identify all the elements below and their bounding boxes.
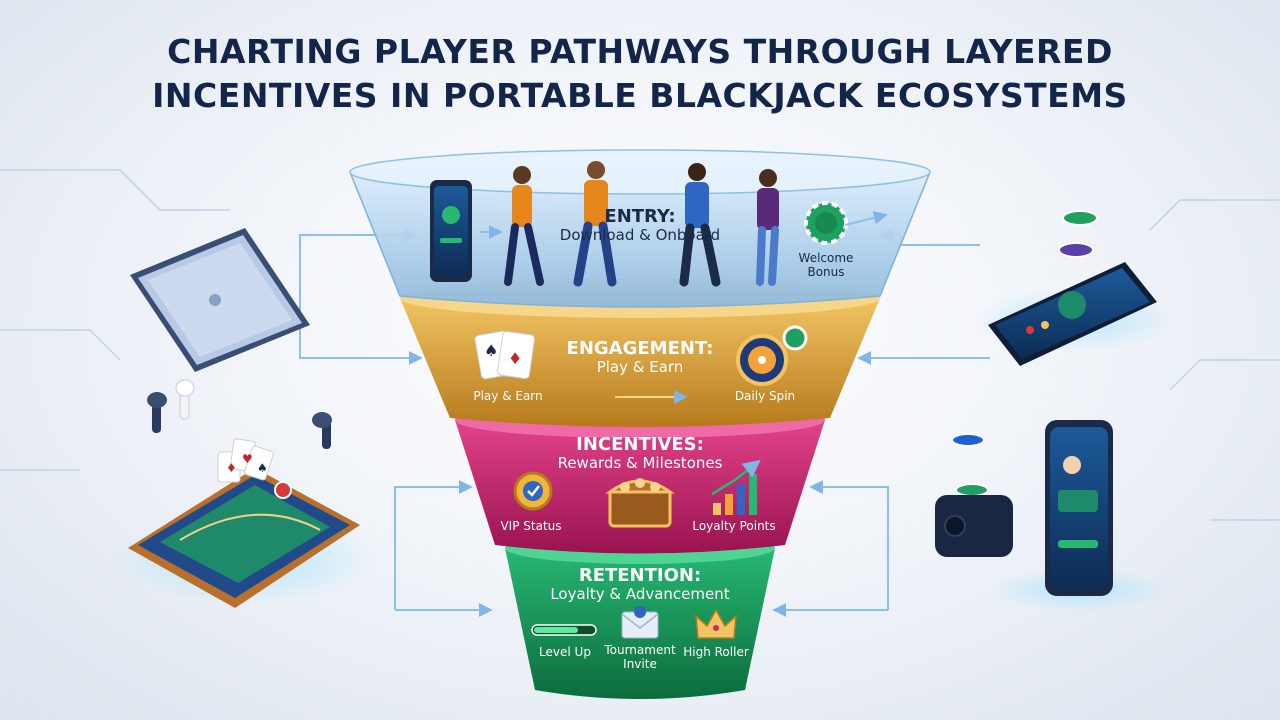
player-figures xyxy=(504,161,779,287)
smartphone-portrait xyxy=(990,420,1170,612)
svg-text:♦: ♦ xyxy=(226,461,237,475)
game-table-icon xyxy=(1058,291,1086,319)
svg-text:♥: ♥ xyxy=(242,452,253,466)
person-icon xyxy=(504,166,544,286)
welcome-bonus-label-1: Welcome xyxy=(799,251,854,265)
svg-text:♦: ♦ xyxy=(508,349,522,368)
vip-status-label: VIP Status xyxy=(500,519,561,533)
tablet-device xyxy=(130,228,310,372)
onboarding-phone xyxy=(430,180,472,282)
loyalty-chart-icon xyxy=(711,459,761,515)
tournament-label-1: Tournament xyxy=(603,643,676,657)
funnel-tier-entry xyxy=(348,149,932,308)
engagement-subtitle: Play & Earn xyxy=(597,358,684,376)
chip-red-icon xyxy=(274,481,292,499)
circuit-lines xyxy=(0,169,1280,521)
person-icon xyxy=(573,161,617,287)
welcome-bonus-chip-icon xyxy=(804,201,848,245)
page-title: CHARTING PLAYER PATHWAYS THROUGH LAYERED… xyxy=(0,30,1280,118)
play-cards-icon: ♠ ♦ xyxy=(474,330,535,380)
loyalty-points-label: Loyalty Points xyxy=(692,519,775,533)
tournament-invite-envelope-icon xyxy=(621,606,659,639)
welcome-bonus-label-2: Bonus xyxy=(807,265,844,279)
person-icon xyxy=(756,169,779,286)
chip-stack-speaker xyxy=(951,433,989,497)
entry-subtitle: Download & Onboard xyxy=(560,226,720,244)
level-up-progress-icon xyxy=(531,624,597,636)
vip-badge-icon xyxy=(513,471,553,511)
high-roller-label: High Roller xyxy=(683,645,749,659)
title-line-2: INCENTIVES IN PORTABLE BLACKJACK ECOSYST… xyxy=(152,76,1128,115)
earbuds xyxy=(147,379,332,449)
treasure-chest-icon xyxy=(605,478,675,528)
title-line-1: CHARTING PLAYER PATHWAYS THROUGH LAYERED xyxy=(167,32,1113,71)
incentives-subtitle: Rewards & Milestones xyxy=(558,454,723,472)
chip-stack-top-right xyxy=(1058,210,1098,258)
tournament-label-2: Invite xyxy=(623,657,657,671)
level-up-label: Level Up xyxy=(539,645,591,659)
apple-logo-icon xyxy=(209,294,221,306)
retention-heading: RETENTION: xyxy=(579,565,701,586)
person-icon xyxy=(679,163,721,287)
entry-heading: ENTRY: xyxy=(604,206,675,227)
daily-spin-wheel-icon xyxy=(736,325,808,386)
high-roller-crown-icon xyxy=(695,608,737,639)
playing-cards-icon: ♦ ♥ ♠ xyxy=(217,438,274,483)
daily-spin-label: Daily Spin xyxy=(735,389,795,403)
svg-text:♠: ♠ xyxy=(257,461,268,475)
incentives-heading: INCENTIVES: xyxy=(576,434,704,455)
retention-subtitle: Loyalty & Advancement xyxy=(550,585,729,603)
play-earn-label: Play & Earn xyxy=(473,389,542,403)
svg-text:♠: ♠ xyxy=(484,341,498,360)
smartphone-landscape xyxy=(975,262,1175,366)
smart-speaker xyxy=(935,495,1013,557)
blackjack-table-device: ♦ ♥ ♠ xyxy=(110,438,380,608)
engagement-heading: ENGAGEMENT: xyxy=(567,338,714,359)
